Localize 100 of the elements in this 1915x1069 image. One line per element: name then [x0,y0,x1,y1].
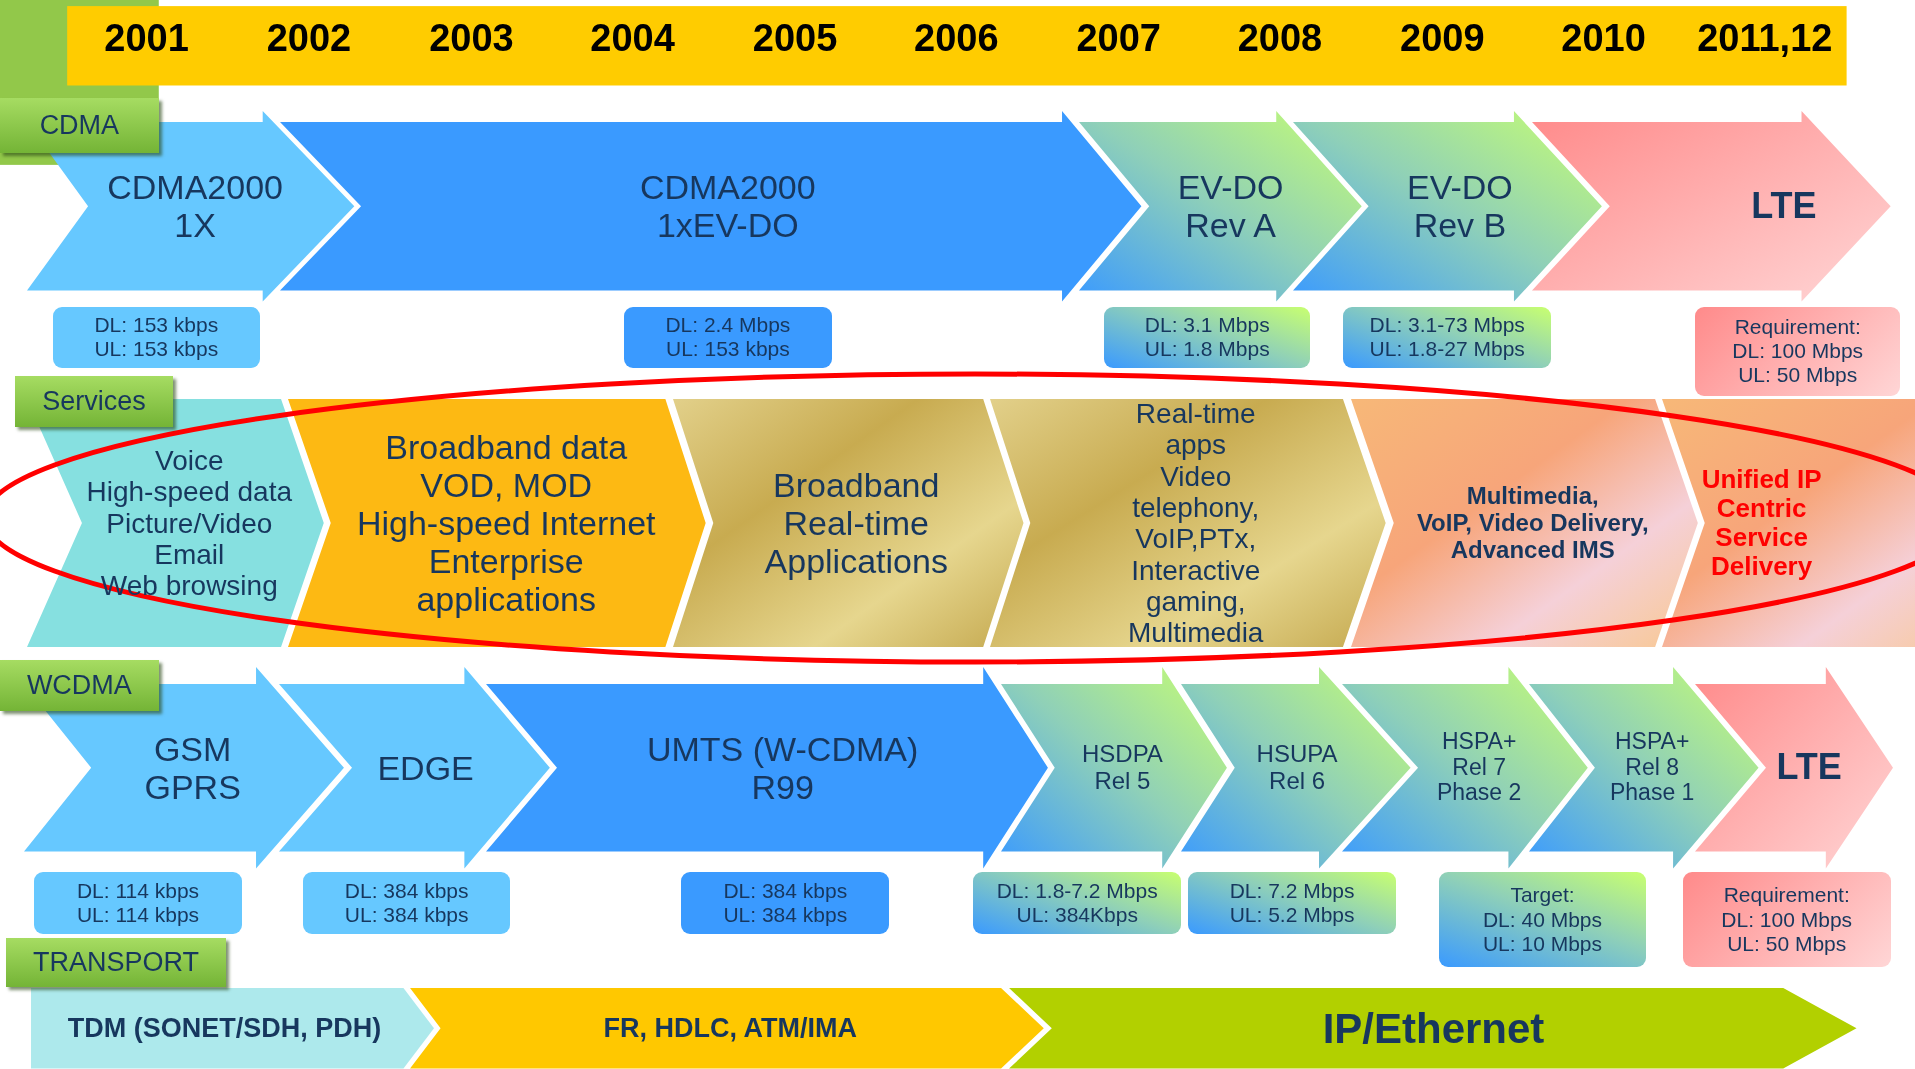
data-rate-text: UL: 1.8 Mbps [1144,337,1270,362]
data-rate-text: DL: 40 Mbps [1482,907,1602,932]
data-rate-box [1343,306,1552,368]
data-rate-box [1682,872,1891,968]
data-rate-text: UL: 1.8-27 Mbps [1369,337,1525,362]
service-label: Multimedia, [1466,483,1599,510]
data-rate-text: Target: [1510,883,1575,908]
service-band [672,399,1024,648]
year-label: 2010 [1561,17,1646,61]
technology-band [1079,111,1362,302]
technology-band [280,111,1142,302]
technology-label: CDMA2000 1xEV-DO [638,168,817,245]
data-rate-box [681,872,890,935]
technology-label: HSPA+ Rel 8 Phase 1 [1608,728,1696,807]
year-label: 2001 [104,17,189,61]
technology-label: EDGE [377,748,474,787]
service-label: High-speed data [86,476,292,508]
technology-label: EV-DO Rev B [1406,168,1514,245]
row-label: TRANSPORT [33,946,199,978]
technology-label: EV-DO Rev A [1176,168,1285,245]
technology-label: LTE [1751,186,1817,227]
year-label: 2008 [1237,17,1323,61]
data-rate-text: DL: 384 kbps [723,879,848,904]
data-rate-text: DL: 153 kbps [94,312,219,338]
data-rate-box [624,306,832,368]
data-rate-text: DL: 2.4 Mbps [665,312,791,338]
year-label: 2003 [429,17,514,61]
data-rate-box [52,306,261,368]
technology-label: HSDPA Rel 5 [1080,740,1164,795]
transport-band [410,988,1045,1069]
service-label: Broadband data [384,428,629,467]
data-rate-box [1104,306,1311,368]
technology-label: LTE [1776,747,1842,788]
row-tab [0,97,159,153]
data-rate-text: UL: 153 kbps [666,337,790,362]
service-label: VoIP, Video Delivery, [1416,509,1649,537]
data-rate-text: DL: 3.1 Mbps [1144,312,1270,338]
technology-band [278,666,550,869]
data-rate-text: DL: 100 Mbps [1721,907,1853,932]
year-label: 2007 [1076,17,1161,61]
transport-label: TDM (SONET/SDH, PDH) [67,1013,382,1044]
year-label: 2011,12 [1697,17,1833,61]
technology-label: HSUPA Rel 6 [1255,740,1339,795]
technology-band [1529,666,1759,869]
technology-band [1181,666,1411,869]
data-rate-text: UL: 384 kbps [723,903,848,928]
data-rate-box [973,872,1181,935]
data-rate-text: UL: 384 kbps [344,903,469,928]
data-rate-text: DL: 100 Mbps [1732,339,1864,364]
data-rate-box [302,872,511,935]
data-rate-text: UL: 50 Mbps [1738,363,1858,388]
transport-label: FR, HDLC, ATM/IMA [603,1013,858,1044]
data-rate-text: UL: 5.2 Mbps [1229,903,1355,928]
technology-band [485,666,1048,869]
technology-label: UMTS (W-CDMA) R99 [645,729,920,806]
data-rate-text: Requirement: [1723,883,1850,908]
service-label: VoIP,PTx, [1134,523,1258,555]
row-label: WCDMA [26,669,132,701]
data-rate-text: DL: 1.8-7.2 Mbps [996,879,1158,904]
service-label: Picture/Video [106,507,273,539]
row-tab [14,376,174,428]
transport-band [1008,988,1857,1069]
year-label: 2009 [1400,17,1485,61]
data-rate-box [1188,872,1396,935]
service-label: Interactive gaming, [1130,554,1262,618]
service-label: Email [154,539,225,571]
technology-label: HSPA+ Rel 7 Phase 2 [1435,728,1523,807]
service-label: Broadband Real-time Applications [763,466,949,581]
service-label: High-speed Internet [356,504,657,543]
data-rate-text: DL: 384 kbps [344,879,469,904]
transport-label: IP/Ethernet [1322,1004,1545,1052]
row-tab [6,937,226,987]
row-tab [0,659,159,711]
service-label: Unified IP Centric Service Delivery [1700,465,1823,582]
data-rate-box [1438,872,1647,968]
data-rate-box [1695,306,1901,396]
row-label: CDMA [39,109,120,141]
technology-band [1341,666,1588,869]
service-band [990,399,1387,648]
data-rate-text: DL: 7.2 Mbps [1229,879,1355,904]
technology-band [1695,666,1893,869]
technology-label: CDMA2000 1X [106,168,284,245]
technology-label: GSM GPRS [143,729,242,806]
data-rate-box [34,872,242,935]
service-label: Real-time apps [1134,397,1257,461]
service-label: Enterprise applications [415,542,597,619]
year-label: 2002 [266,17,352,61]
row-label: Services [42,386,146,418]
year-label: 2005 [752,17,838,61]
service-label: Multimedia [1127,617,1265,649]
technology-band [1531,111,1891,302]
transport-band [30,988,434,1069]
year-label: 2006 [914,17,999,61]
data-rate-text: UL: 114 kbps [76,903,200,928]
technology-band [1001,666,1228,869]
data-rate-text: UL: 153 kbps [94,337,219,362]
data-rate-text: UL: 50 Mbps [1727,931,1847,956]
data-rate-text: DL: 3.1-73 Mbps [1369,312,1525,338]
year-label: 2004 [590,17,675,61]
data-rate-text: UL: 384Kbps [1016,903,1138,928]
